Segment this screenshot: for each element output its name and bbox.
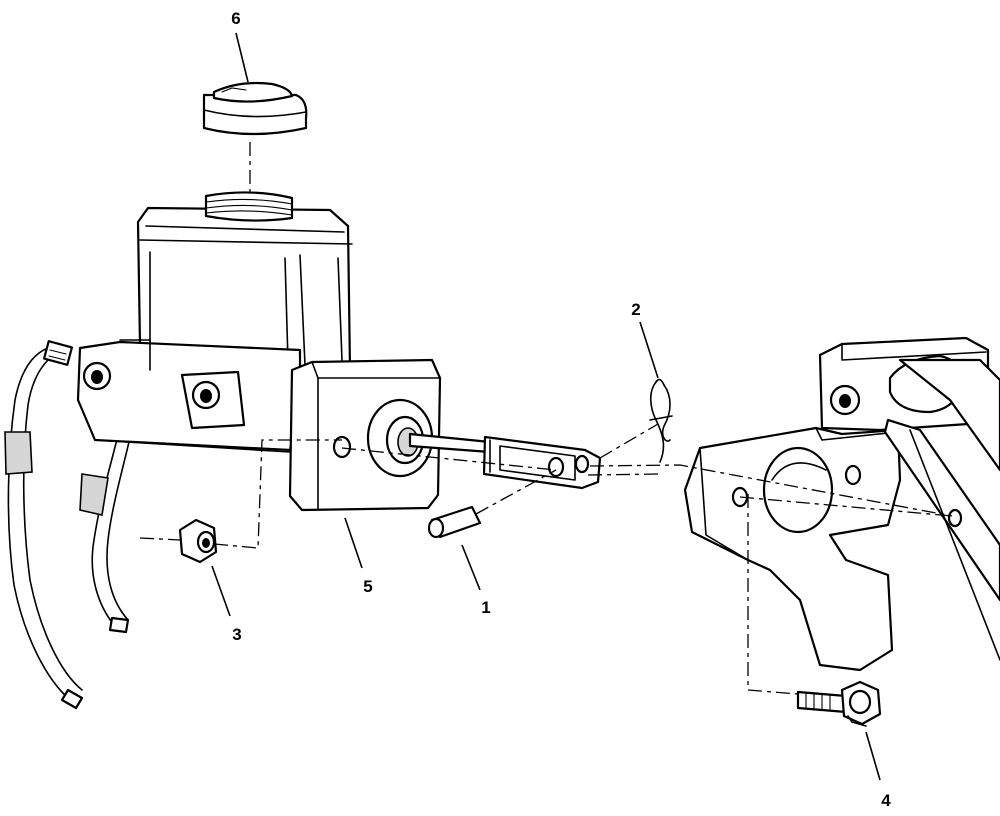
callout-6: 6 (231, 9, 240, 28)
callout-4: 4 (881, 791, 891, 810)
callout-1: 1 (481, 598, 490, 617)
leader-lines (211, 32, 881, 781)
bolt (796, 680, 882, 727)
pedal-bracket (683, 336, 1000, 672)
master-cylinder (76, 191, 442, 512)
callouts: 6 2 5 1 3 4 (231, 9, 891, 810)
bracket-hole-large (762, 446, 834, 534)
clevis-pin (427, 505, 482, 539)
callout-5: 5 (363, 577, 372, 596)
leader-5 (344, 517, 363, 569)
brake-line-left (4, 340, 84, 710)
leader-1 (461, 544, 481, 591)
alignment-lines (139, 142, 953, 695)
retainer-clip (649, 378, 673, 463)
callout-3: 3 (232, 625, 241, 644)
leader-2 (639, 321, 659, 379)
callout-2: 2 (631, 300, 640, 319)
leader-4 (865, 731, 881, 781)
leader-6 (235, 32, 249, 83)
clevis (482, 435, 602, 490)
reservoir-cap (202, 81, 308, 136)
leader-3 (211, 565, 231, 617)
push-rod (408, 432, 602, 490)
nut (178, 518, 218, 564)
